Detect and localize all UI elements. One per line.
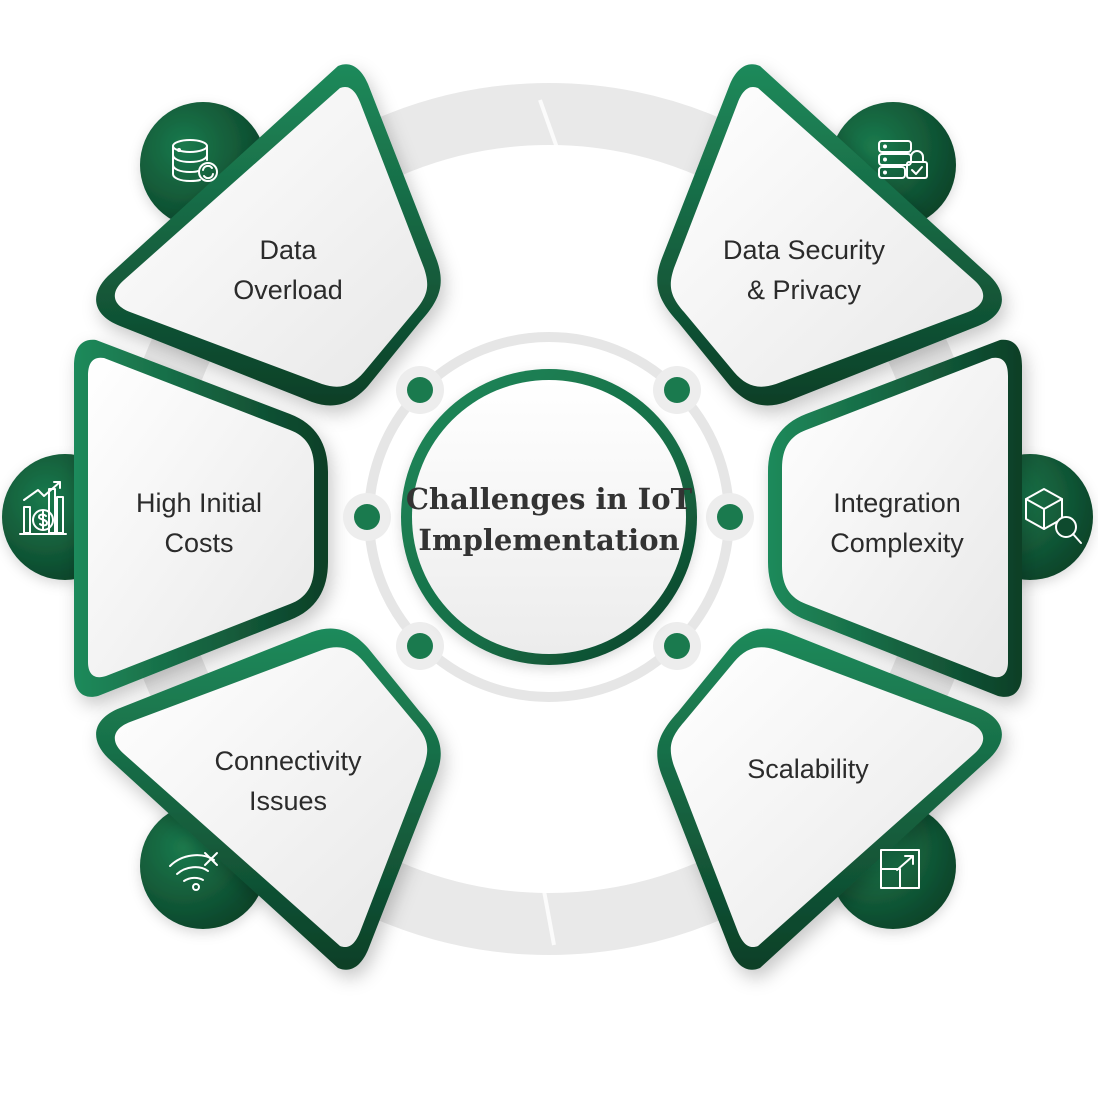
- cube-search-icon: [1025, 488, 1082, 544]
- connector-dots: [343, 366, 754, 670]
- tile-data-overload: [96, 64, 441, 406]
- tile-high-initial-costs: [74, 339, 328, 697]
- tile-integration-complexity: [768, 339, 1022, 697]
- dot-bottom-left: [407, 633, 433, 659]
- dot-top-left: [407, 377, 433, 403]
- outer-ring-seam-top: [538, 99, 559, 206]
- integration-label-line1: Integration: [833, 488, 961, 518]
- data-overload-label-line2: Overload: [233, 275, 343, 305]
- cost-chart-icon: [19, 481, 67, 535]
- tile-data-security: [657, 64, 1002, 406]
- high-costs-label-line1: High Initial: [136, 488, 262, 518]
- tile-scalability: [657, 628, 1002, 970]
- center-title-line1: Challenges in IoT: [406, 482, 693, 516]
- connectivity-label-line2: Issues: [249, 786, 327, 816]
- center-title-line2: Implementation: [418, 523, 679, 557]
- database-sync-icon: [172, 139, 218, 182]
- data-overload-label-line1: Data: [259, 235, 317, 265]
- center-hub: Challenges in IoT Implementation: [401, 369, 697, 665]
- dot-top-right: [664, 377, 690, 403]
- data-security-label-line2: & Privacy: [747, 275, 862, 305]
- expand-icon: [880, 849, 920, 889]
- dot-bottom-right: [664, 633, 690, 659]
- dot-right: [717, 504, 743, 530]
- integration-label-line2: Complexity: [830, 528, 964, 558]
- tile-connectivity-issues: [96, 628, 441, 970]
- data-security-label-line1: Data Security: [723, 235, 886, 265]
- scalability-label: Scalability: [747, 754, 869, 784]
- database-lock-icon: [878, 140, 928, 179]
- high-costs-label-line2: Costs: [164, 528, 233, 558]
- dot-left: [354, 504, 380, 530]
- wifi-off-icon: [169, 852, 218, 891]
- connectivity-label-line1: Connectivity: [214, 746, 362, 776]
- outer-ring-seam-bottom: [539, 834, 558, 946]
